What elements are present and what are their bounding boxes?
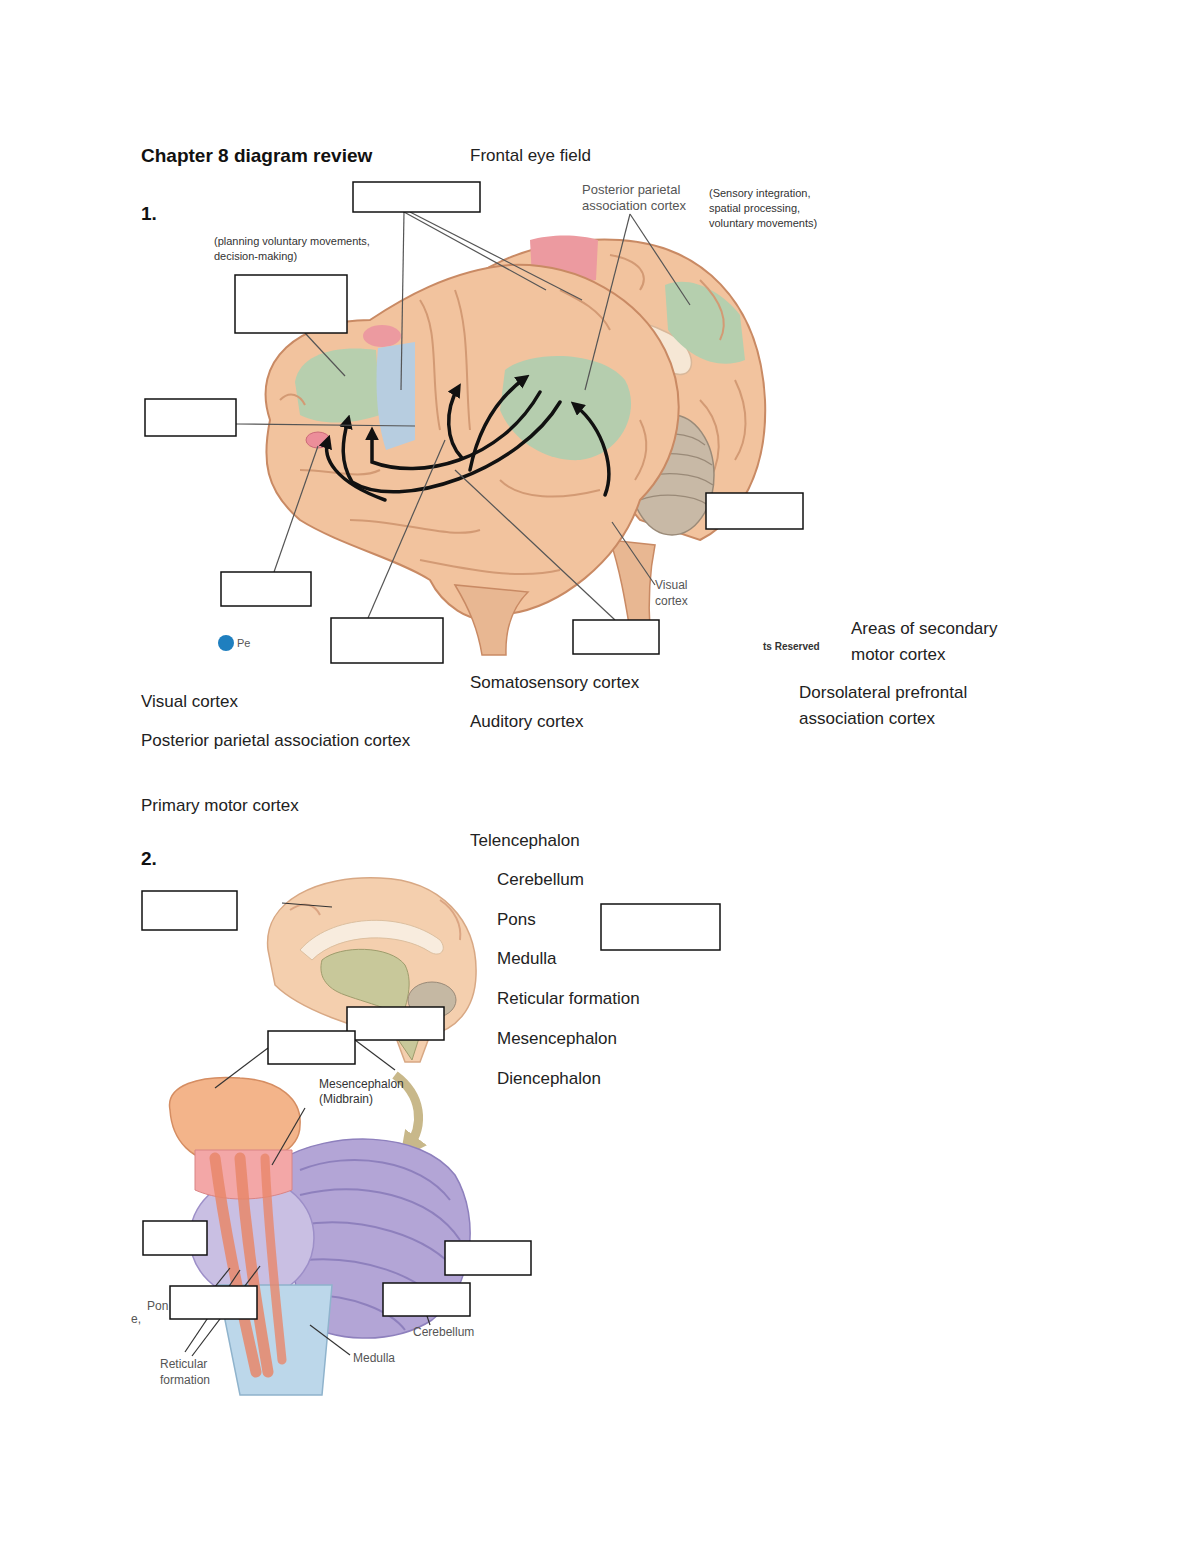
lateral-gyri: [500, 480, 600, 497]
leader-line: [410, 212, 582, 300]
answer-box: [221, 572, 311, 606]
leader-line: [404, 212, 546, 290]
leader-line: [282, 903, 332, 907]
word-bank-term: Primary motor cortex: [141, 793, 299, 819]
flow-arrows: [372, 392, 540, 469]
brainstem: [170, 1077, 471, 1395]
publisher-logo: [218, 635, 234, 651]
figure-label-fragment: Pon: [147, 1298, 168, 1314]
leader-line: [455, 470, 615, 620]
leader-line: [355, 1040, 395, 1070]
answer-box: [235, 275, 347, 333]
leader-line: [236, 424, 415, 426]
answer-box: [353, 182, 480, 212]
figure-note: (Sensory integration, spatial processing…: [709, 186, 844, 231]
leader-line: [585, 214, 630, 390]
publisher-logo: [218, 635, 234, 651]
lateral-gyri: [420, 300, 440, 430]
answer-box: [601, 904, 720, 950]
lateral-hemisphere: [455, 585, 528, 655]
cerebellum: [610, 540, 655, 630]
leader-line: [368, 440, 445, 618]
answer-box: [383, 1283, 470, 1316]
leader-line: [310, 1325, 350, 1355]
word-bank-term: Mesencephalon: [497, 1026, 617, 1052]
lateral-gyri: [560, 290, 610, 330]
leader-line: [612, 522, 655, 585]
publisher-logo-text: Pe: [237, 636, 250, 650]
leader-line: [305, 333, 345, 376]
lateral-gyri: [420, 560, 560, 574]
leader-line: [236, 212, 690, 620]
figure-label: Reticular formation: [160, 1356, 222, 1388]
question-number: 2.: [141, 846, 157, 872]
answer-box: [142, 891, 237, 930]
word-bank-term: Frontal eye field: [470, 143, 591, 169]
word-bank-term: Telencephalon: [470, 828, 580, 854]
word-bank-term: Diencephalon: [497, 1066, 601, 1092]
word-bank-term: Cerebellum: [497, 867, 584, 893]
figure-note: (planning voluntary movements, decision-…: [214, 234, 414, 264]
leader-line: [274, 446, 318, 572]
brainstem: [265, 1158, 282, 1360]
lateral-hemisphere: [295, 349, 380, 423]
answer-box: [706, 493, 803, 529]
word-bank-term: Areas of secondary motor cortex: [851, 616, 1036, 668]
answer-box: [331, 618, 443, 663]
flow-arrows: [343, 402, 560, 492]
word-bank-term: Visual cortex: [141, 689, 238, 715]
figure-label: Mesencephalon (Midbrain): [319, 1077, 424, 1107]
figure-label: Medulla: [353, 1350, 395, 1366]
figure-label: Cerebellum: [413, 1324, 474, 1340]
lateral-gyri: [280, 395, 305, 405]
answer-box: [142, 891, 720, 1319]
word-bank-term: Auditory cortex: [470, 709, 583, 735]
medial-gyri: [700, 280, 724, 340]
figure-label: Visual cortex: [655, 577, 710, 609]
answer-box: [145, 182, 803, 663]
word-bank-term: Dorsolateral prefrontal association cort…: [799, 680, 1009, 732]
leader-line: [630, 214, 690, 305]
word-bank-term: Somatosensory cortex: [470, 670, 639, 696]
answer-box: [445, 1241, 531, 1275]
answer-box: [145, 399, 236, 436]
answer-box: [143, 1221, 207, 1255]
word-bank-term: Reticular formation: [497, 986, 640, 1012]
answer-box: [347, 1007, 444, 1040]
figure-label-fragment: e,: [131, 1311, 141, 1327]
page-title: Chapter 8 diagram review: [141, 143, 372, 169]
word-bank-term: Pons: [497, 907, 536, 933]
copyright-fragment: ts Reserved: [763, 640, 820, 654]
word-bank-term: Posterior parietal association cortex: [141, 728, 411, 754]
question-number: 1.: [141, 201, 157, 227]
leader-line: [215, 1048, 268, 1088]
figure-label: Posterior parietal association cortex: [582, 182, 707, 214]
word-bank-term: Medulla: [497, 946, 557, 972]
answer-box: [268, 1031, 355, 1064]
lateral-hemisphere: [363, 325, 401, 347]
lateral-gyri: [350, 520, 480, 533]
answer-box: [573, 620, 659, 654]
answer-box: [170, 1286, 257, 1319]
lateral-gyri: [455, 290, 470, 430]
flow-arrows: [449, 388, 462, 458]
medial-hemisphere: [665, 282, 745, 364]
flow-arrows: [575, 405, 609, 495]
leader-line: [401, 212, 404, 390]
lateral-gyri: [635, 420, 646, 480]
flow-arrows: [327, 440, 385, 500]
lateral-hemisphere: [377, 342, 415, 450]
medial-gyri: [735, 380, 746, 460]
leader-line: [272, 1108, 305, 1165]
